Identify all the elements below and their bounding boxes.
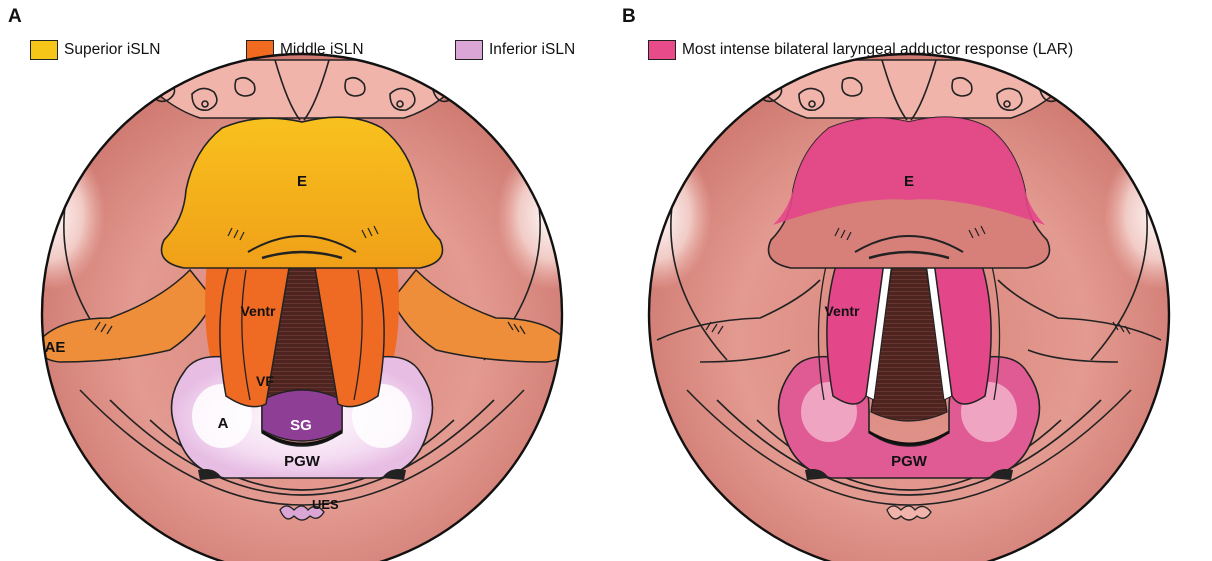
label-a-ventr: Ventr: [240, 303, 276, 319]
label-a-pgw: PGW: [284, 453, 321, 470]
label-a-sg: SG: [290, 417, 312, 434]
panel-a-drawing: E AE Ventr VF SG A PGW UES: [0, 50, 607, 561]
label-a-ues: UES: [312, 497, 339, 512]
label-a-a: A: [218, 415, 229, 432]
panel-b-drawing: E Ventr PGW: [602, 50, 1212, 561]
label-b-e: E: [904, 173, 914, 190]
label-a-e: E: [297, 173, 307, 190]
label-b-ventr: Ventr: [824, 303, 860, 319]
label-b-pgw: PGW: [891, 453, 928, 470]
label-a-ae: AE: [45, 339, 66, 356]
label-a-vf: VF: [256, 373, 274, 389]
